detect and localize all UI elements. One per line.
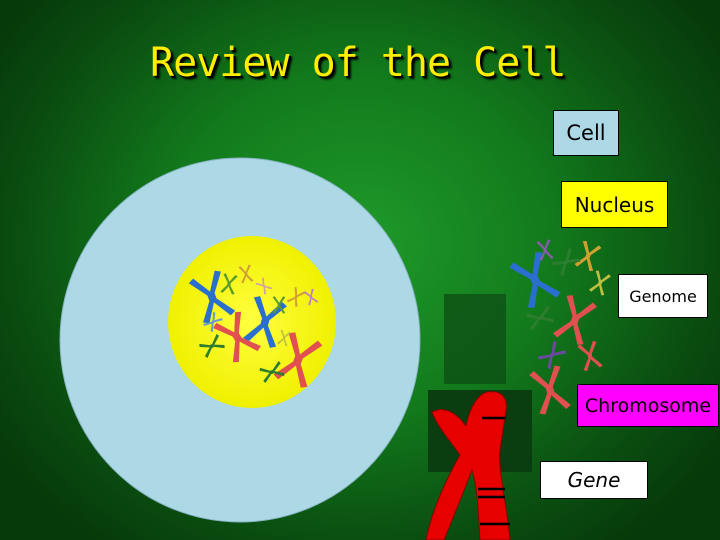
genome-label: Genome	[618, 274, 708, 318]
slide-title: Review of the Cell	[150, 40, 566, 86]
nucleus-label: Nucleus	[561, 181, 668, 228]
large-chromosome	[425, 391, 511, 540]
genome-panel	[444, 294, 506, 384]
nucleus-shape	[168, 236, 336, 408]
gene-label: Gene	[540, 461, 648, 499]
cell-label: Cell	[553, 110, 619, 156]
chromosome-label: Chromosome	[577, 384, 719, 427]
